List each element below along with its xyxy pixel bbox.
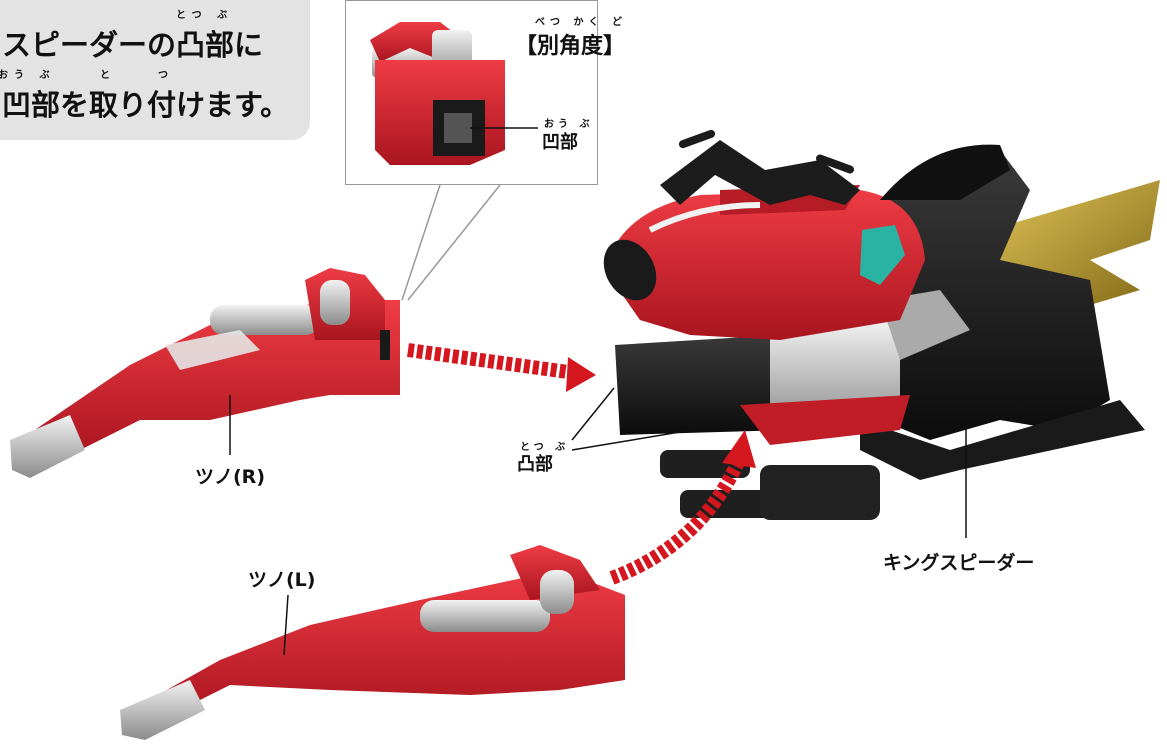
horn-r-label: ツノ(R) — [195, 466, 265, 488]
inset-horn-part — [370, 22, 505, 165]
callout-title: 【別角度】 — [515, 34, 626, 59]
horn-l-label: ツノ(L) — [248, 569, 316, 591]
horn-r-part — [10, 268, 400, 478]
instruction-ruby-1: とつ ぶ — [176, 10, 234, 21]
recess-label: 凹部 — [542, 132, 578, 153]
instruction-line-1: スピーダーの凸部に — [2, 28, 264, 62]
vehicle-label: キングスピーダー — [883, 552, 1035, 574]
king-speeder-vehicle — [603, 129, 1160, 520]
instruction-ruby-2b: と — [100, 70, 116, 81]
recess-ruby: おう ぶ — [544, 119, 594, 130]
protrusion-leader-1 — [571, 387, 615, 441]
instruction-box: とつ ぶ スピーダーの凸部に おう ぶ と つ 凹部を取り付けます。 — [0, 0, 310, 140]
protrusion-leader-2 — [571, 423, 729, 451]
horn-l-part — [120, 545, 625, 740]
protrusion-ruby: とつ ぶ — [520, 442, 570, 453]
instruction-line-2: 凹部を取り付けます。 — [2, 88, 290, 122]
callout-pointer — [401, 184, 501, 301]
callout-title-ruby: べつ かく ど — [535, 17, 627, 28]
attach-arrow-curved — [609, 430, 756, 585]
attach-arrow-horizontal — [407, 343, 596, 392]
horn-l-leader-line — [283, 594, 289, 656]
instruction-ruby-2a: おう ぶ — [0, 70, 56, 81]
instruction-ruby-2c: つ — [158, 70, 174, 81]
protrusion-label: 凸部 — [517, 454, 553, 475]
